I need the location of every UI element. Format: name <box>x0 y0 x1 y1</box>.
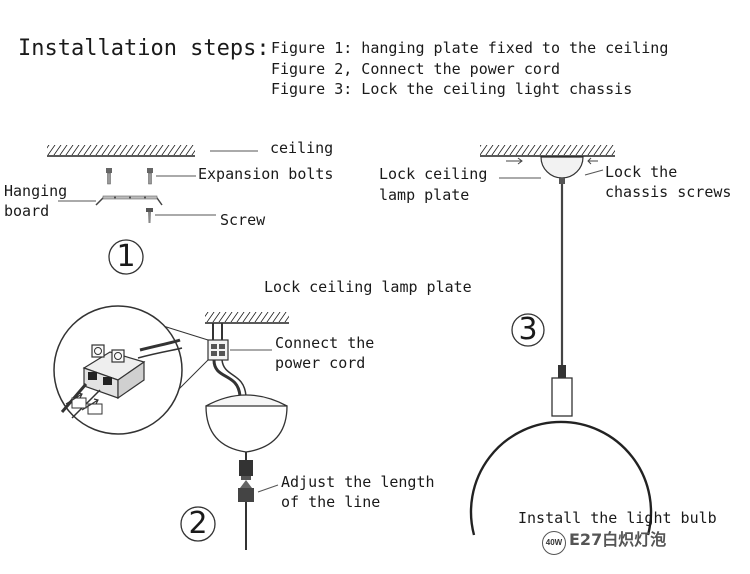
fig1-board-label-line1: Hanging <box>4 182 68 200</box>
fig1-board-label-line2: board <box>4 202 50 220</box>
bulb-spec-text: E27白炽灯泡 <box>569 530 667 549</box>
dome-shade-icon <box>469 420 653 536</box>
fig3-lock-plate-label-line1: Lock ceiling <box>379 165 488 183</box>
terminal-block-icon <box>207 339 229 361</box>
figure3-number: 3 <box>518 312 538 347</box>
fig2-adjust-label-line2: of the line <box>281 493 381 511</box>
screw-icon <box>146 208 153 223</box>
fig3-chassis-label-line2: chassis screws <box>605 183 732 201</box>
fig3-cord-grip <box>558 365 566 379</box>
figure3-drawing <box>469 145 653 536</box>
figure2-number-circle <box>180 506 216 542</box>
step-3-text: Figure 3: Lock the ceiling light chassis <box>271 80 633 98</box>
fig3-lock-plate-label-line2: lamp plate <box>379 186 470 204</box>
canopy-bowl-icon <box>205 405 288 453</box>
bulb-wattage-badge: 40W <box>542 531 566 555</box>
fig1-screw-label: Screw <box>220 211 266 229</box>
figure3-number-circle <box>511 313 545 347</box>
page-title: Installation steps: <box>18 36 270 61</box>
fig1-bolts-label: Expansion bolts <box>198 165 334 183</box>
fig2-power-label-line2: power cord <box>275 354 366 372</box>
canopy-top <box>205 394 288 407</box>
fig1-ceiling-hatch <box>47 145 195 155</box>
fig2-lock-plate-label: Lock ceiling lamp plate <box>264 278 472 296</box>
fig3-ceiling-hatch <box>480 145 615 155</box>
step-2-text: Figure 2, Connect the power cord <box>271 60 560 78</box>
figure2-drawing <box>53 305 289 550</box>
figure1-drawing <box>47 145 258 275</box>
fig3-chassis-label-line1: Lock the <box>605 163 678 181</box>
fig2-power-label-line1: Connect the <box>275 334 375 352</box>
wiring-zoom-view <box>53 305 183 435</box>
figure2-number: 2 <box>188 506 208 541</box>
cord-grip-lower <box>238 488 254 502</box>
cord-grip-upper <box>239 460 253 476</box>
fig2-adjust-label-line1: Adjust the length <box>281 473 435 491</box>
fig3-canopy-icon <box>540 156 584 179</box>
fig2-adjust-leader <box>257 484 279 493</box>
fig3-bulb-label: Install the light bulb <box>518 509 717 527</box>
fig2-ceiling-hatch <box>205 312 289 322</box>
fig3-chassis-leader <box>584 169 604 176</box>
expansion-bolt-right-icon <box>147 168 153 185</box>
fig1-ceiling-label: ceiling <box>270 139 334 157</box>
step-1-text: Figure 1: hanging plate fixed to the cei… <box>271 39 669 57</box>
expansion-bolt-left-icon <box>106 168 112 185</box>
figure1-number-circle <box>108 239 144 275</box>
figure1-number: 1 <box>116 239 136 274</box>
bulb-socket-icon <box>551 377 573 417</box>
